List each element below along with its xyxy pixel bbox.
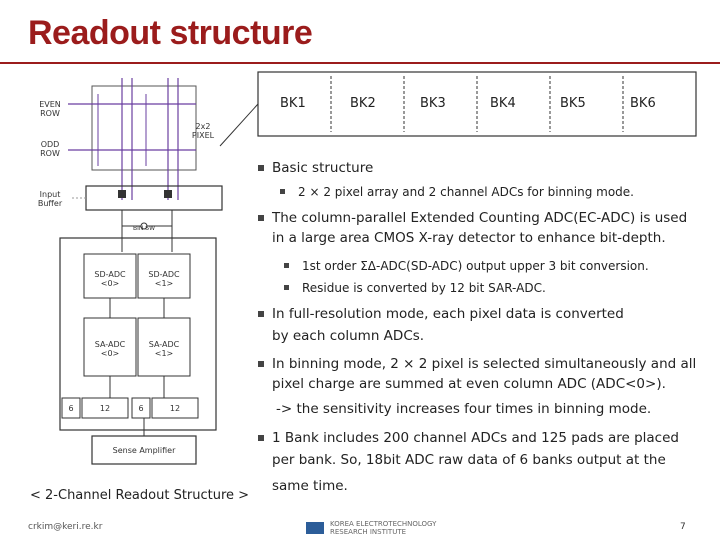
bank-label-4: BK4 (490, 96, 516, 111)
bit-count-12b: 12 (169, 404, 181, 413)
bullet-ec-adc-cont: in a large area CMOS X-ray detector to e… (272, 230, 666, 246)
sar-adc-1-label: SA-ADC <1> (148, 340, 180, 358)
title-underline (0, 62, 720, 64)
bit-count-6b: 6 (138, 404, 144, 413)
bullet-binning-mode-result: -> the sensitivity increases four times … (276, 401, 652, 417)
footer-institute: KOREA ELECTROTECHNOLOGY RESEARCH INSTITU… (330, 520, 437, 536)
bullet-binning-mode-cont: pixel charge are summed at even column A… (272, 376, 666, 392)
sar-adc-0-label: SA-ADC <0> (94, 340, 126, 358)
bit-count-12a: 12 (99, 404, 111, 413)
bullet-marker (258, 215, 264, 221)
bin-sw-label: BIN SW (132, 225, 156, 232)
bullet-bank-cont-2: same time. (272, 478, 348, 494)
bank-labels: BK1 BK2 BK3 BK4 BK5 BK6 (258, 96, 696, 116)
bullet-marker (258, 165, 264, 171)
bullet-marker (284, 263, 289, 268)
even-row-label: EVEN ROW (39, 100, 61, 118)
bank-label-1: BK1 (280, 96, 306, 111)
input-buffer-label: Input Buffer (37, 190, 63, 208)
bullet-full-resolution-cont: by each column ADCs. (272, 328, 425, 344)
page-title: Readout structure (28, 14, 313, 52)
footer-email: crkim@keri.re.kr (28, 522, 103, 532)
institute-logo-icon (306, 522, 324, 534)
bank-label-6: BK6 (630, 96, 656, 111)
bullet-marker (258, 435, 264, 441)
bank-label-2: BK2 (350, 96, 376, 111)
page-number: 7 (680, 522, 686, 532)
bullet-marker (258, 361, 264, 367)
bullet-marker (284, 285, 289, 290)
sd-adc-0-label: SD-ADC <0> (94, 270, 126, 288)
figure-caption: < 2-Channel Readout Structure > (30, 488, 250, 503)
odd-row-label: ODD ROW (40, 140, 60, 158)
bank-label-5: BK5 (560, 96, 586, 111)
pixel-2x2-label: 2x2 PIXEL (191, 122, 215, 140)
bit-count-6a: 6 (68, 404, 74, 413)
bank-label-3: BK3 (420, 96, 446, 111)
bullet-marker (280, 189, 285, 194)
sense-amplifier-label: Sense Amplifier (112, 446, 176, 455)
sd-adc-1-label: SD-ADC <1> (148, 270, 180, 288)
bullet-marker (258, 311, 264, 317)
bullet-bank-cont: per bank. So, 18bit ADC raw data of 6 ba… (272, 452, 666, 468)
